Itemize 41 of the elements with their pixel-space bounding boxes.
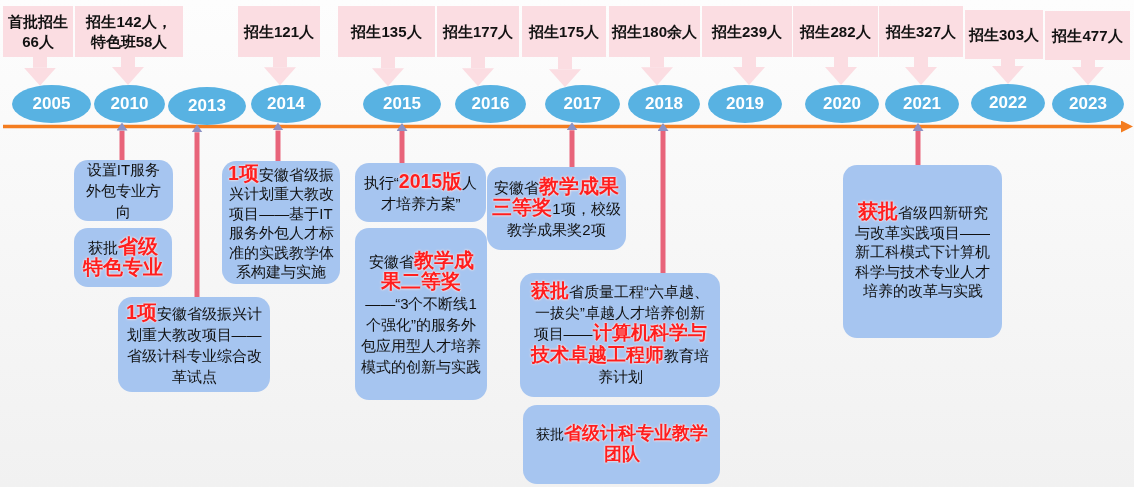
enrollment-callout: 招生142人，特色班58人 bbox=[75, 6, 183, 57]
pointer-arrow bbox=[264, 57, 296, 86]
enrollment-callout: 招生121人 bbox=[238, 6, 320, 57]
connector-arrow bbox=[912, 122, 924, 165]
connector-arrow bbox=[191, 124, 203, 297]
pointer-arrow bbox=[462, 57, 494, 87]
enrollment-callout: 招生477人 bbox=[1045, 11, 1130, 60]
pointer-arrow bbox=[992, 59, 1024, 84]
pointer-arrow bbox=[372, 57, 404, 87]
enrollment-callout: 招生177人 bbox=[437, 6, 519, 57]
milestone-box: 获批省级计科专业教学团队 bbox=[523, 405, 720, 484]
pointer-arrow bbox=[641, 57, 673, 86]
connector-arrow bbox=[272, 122, 284, 161]
pointer-arrow bbox=[733, 57, 765, 86]
milestone-box: 设置IT服务外包专业方向 bbox=[74, 160, 173, 221]
milestone-box: 获批省级四新研究与改革实践项目——新工科模式下计算机科学与技术专业人才培养的改革与实践 bbox=[843, 165, 1002, 338]
connector-arrow bbox=[657, 123, 669, 273]
milestone-box: 获批省级特色专业 bbox=[74, 228, 172, 287]
enrollment-callout: 招生239人 bbox=[702, 6, 792, 57]
pointer-arrow bbox=[1072, 60, 1104, 85]
pointer-arrow bbox=[549, 57, 581, 88]
connector-arrow bbox=[116, 122, 128, 160]
enrollment-callout: 招生327人 bbox=[879, 6, 963, 57]
connector-arrow bbox=[396, 123, 408, 163]
enrollment-callout: 招生135人 bbox=[338, 6, 435, 57]
enrollment-callout: 招生180余人 bbox=[609, 6, 700, 57]
enrollment-callout: 招生282人 bbox=[793, 6, 878, 57]
pointer-arrow bbox=[24, 57, 56, 86]
milestone-box: 执行“2015版人才培养方案” bbox=[355, 163, 486, 222]
milestone-box: 1项安徽省级振兴计划重大教改项目——基于IT服务外包人才标准的实践教学体系构建与实施 bbox=[222, 161, 340, 284]
milestone-box: 获批省质量工程“六卓越、一拔尖”卓越人才培养创新项目——计算机科学与技术卓越工程师教育培养计划 bbox=[520, 273, 720, 397]
enrollment-callout: 招生175人 bbox=[522, 6, 606, 57]
milestone-box: 1项安徽省级振兴计划重大教改项目——省级计科专业综合改革试点 bbox=[118, 297, 270, 392]
pointer-arrow bbox=[825, 57, 857, 85]
enrollment-callout: 招生303人 bbox=[965, 10, 1043, 59]
milestone-box: 安徽省教学成果三等奖1项，校级教学成果奖2项 bbox=[487, 167, 626, 250]
pointer-arrow bbox=[905, 57, 937, 85]
pointer-arrow bbox=[112, 57, 144, 85]
enrollment-callout: 首批招生66人 bbox=[3, 6, 73, 57]
connector-arrow bbox=[566, 122, 578, 167]
milestone-box: 安徽省教学成果二等奖——“3个不断线1个强化”的服务外包应用型人才培养模式的创新与实践 bbox=[355, 228, 487, 400]
